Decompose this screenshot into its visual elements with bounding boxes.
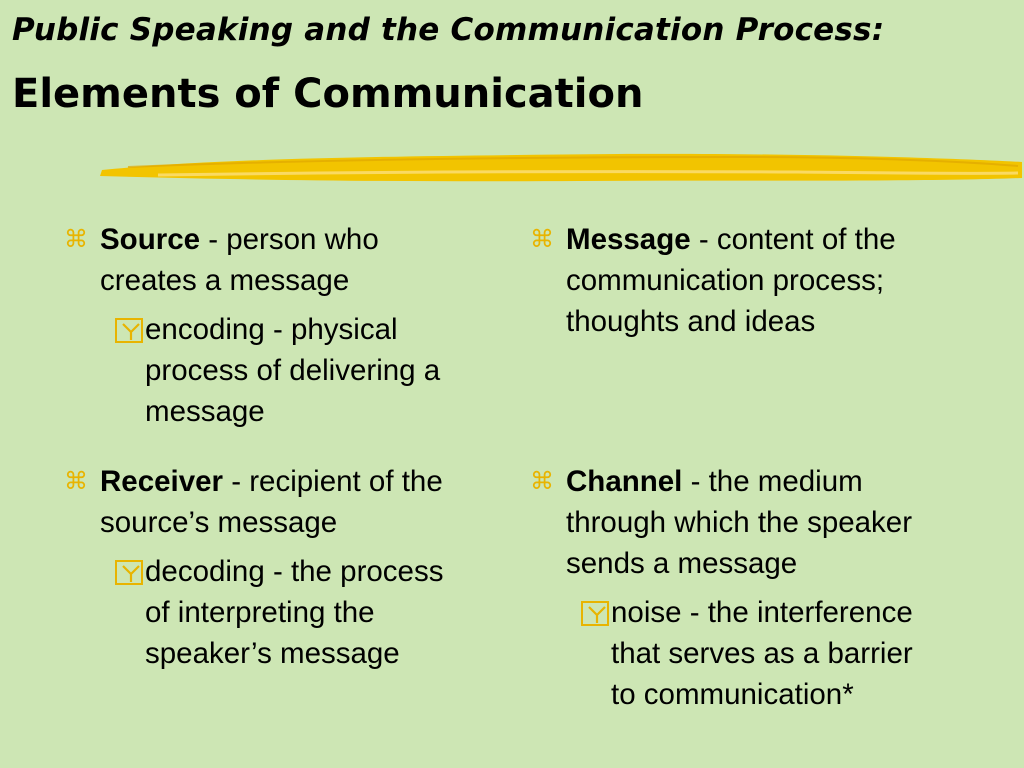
- y-box-icon: [115, 560, 143, 585]
- title-area: Public Speaking and the Communication Pr…: [12, 8, 884, 117]
- slide-title: Elements of Communication: [12, 71, 644, 117]
- bullet-source: ⌘ Source - person who creates a message …: [64, 219, 470, 432]
- y-box-icon: [581, 601, 609, 626]
- bullet-message: ⌘ Message - content of the communication…: [530, 219, 916, 342]
- command-icon: ⌘: [64, 467, 88, 495]
- sub-bullet-noise: noise - the interference that serves as …: [581, 592, 941, 715]
- command-icon: ⌘: [530, 225, 554, 253]
- command-icon: ⌘: [64, 225, 88, 253]
- definition-receiver: - recipient of the source’s message: [100, 465, 443, 539]
- command-icon: ⌘: [530, 467, 554, 495]
- slide-subtitle: Public Speaking and the Communication Pr…: [12, 12, 885, 48]
- term-receiver: Receiver: [100, 465, 224, 498]
- sub-bullet-decoding: decoding - the process of interpreting t…: [115, 551, 470, 674]
- bullet-receiver: ⌘ Receiver - recipient of the source’s m…: [64, 461, 470, 674]
- y-box-icon: [115, 318, 143, 343]
- definition-source: - person who creates a message: [100, 223, 379, 297]
- sub-text-encoding: encoding - physical process of deliverin…: [145, 313, 441, 428]
- term-channel: Channel: [566, 465, 683, 498]
- highlighter-stroke: [100, 153, 1022, 182]
- sub-text-noise: noise - the interference that serves as …: [611, 596, 913, 711]
- bullet-channel: ⌘ Channel - the medium through which the…: [530, 461, 966, 715]
- sub-bullet-encoding: encoding - physical process of deliverin…: [115, 309, 470, 432]
- definition-message: - content of the communication process; …: [566, 223, 896, 338]
- sub-text-decoding: decoding - the process of interpreting t…: [145, 555, 444, 670]
- term-source: Source: [100, 223, 201, 256]
- term-message: Message: [566, 223, 691, 256]
- definition-channel: - the medium through which the speaker s…: [566, 465, 913, 580]
